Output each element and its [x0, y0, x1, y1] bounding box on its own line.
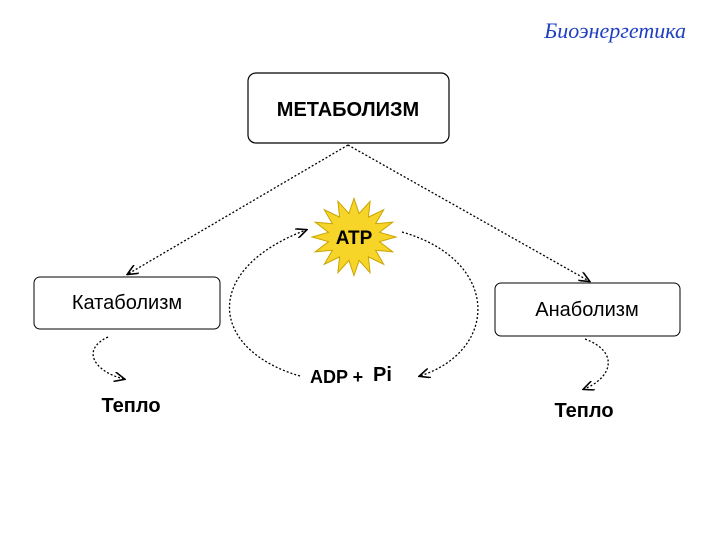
anabolism-label: Анаболизм — [535, 299, 638, 321]
arrow-adp-to-atp — [229, 230, 306, 377]
heat-right-label: Тепло — [554, 400, 613, 422]
metabolism-box — [247, 72, 450, 144]
adp-pi-node: ADP + Pi — [310, 364, 392, 387]
arrow-catabolism-heat — [92, 336, 124, 379]
catabolism-label: Катаболизм — [72, 292, 182, 314]
pi-label: Pi — [373, 364, 392, 386]
catabolism-node: Катаболизм — [33, 276, 221, 330]
atp-star-shape — [310, 196, 398, 278]
atp-label: ATP — [336, 228, 373, 249]
metabolism-label: МЕТАБОЛИЗМ — [277, 99, 419, 121]
arrow-to-anabolism — [347, 144, 589, 281]
atp-node: ATP — [310, 196, 398, 278]
arrow-to-catabolism — [128, 144, 349, 274]
corner-title: Биоэнергетика — [544, 18, 686, 43]
anabolism-box — [494, 282, 681, 337]
anabolism-node: Анаболизм — [494, 282, 681, 337]
adp-label: ADP + — [310, 367, 363, 387]
catabolism-box — [33, 276, 221, 330]
heat-left-label: Тепло — [101, 395, 160, 417]
arrow-anabolism-heat — [584, 338, 609, 389]
metabolism-node: МЕТАБОЛИЗМ — [247, 72, 450, 144]
arrow-atp-to-adp — [401, 231, 479, 376]
